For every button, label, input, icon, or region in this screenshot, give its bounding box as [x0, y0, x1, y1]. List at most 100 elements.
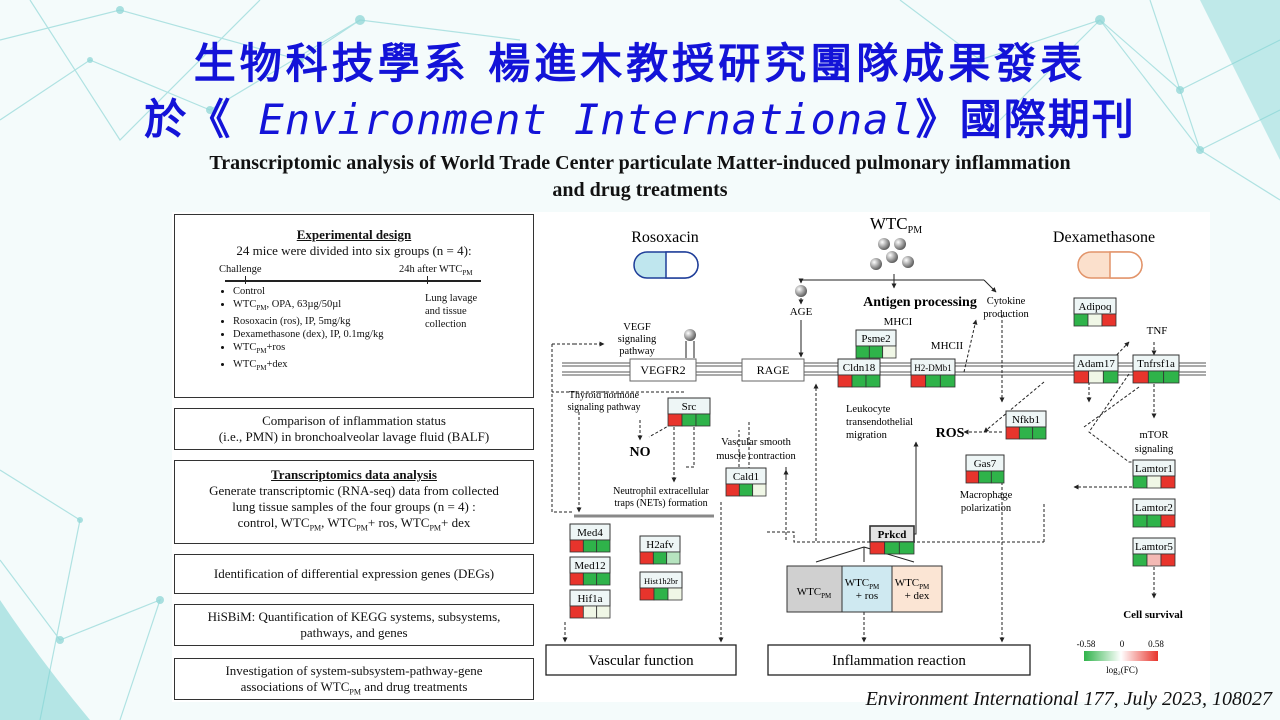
graphical-abstract: Experimental design 24 mice were divided… [172, 212, 1210, 702]
association-box: Investigation of system-subsystem-pathwa… [174, 658, 534, 700]
adam17-label: Adam17 [1077, 358, 1115, 370]
expression-cell [569, 605, 584, 619]
title-line-1: 生物科技學系 楊進木教授研究團隊成果發表 [193, 39, 1087, 88]
expression-cell [667, 587, 683, 601]
title-prefix: 於《 [144, 95, 233, 144]
expression-cell [1132, 370, 1149, 384]
receptor-boxes: VEGFR2 RAGE [629, 358, 805, 382]
expression-cell [1132, 475, 1148, 489]
expression-cell [910, 374, 927, 388]
transcriptomics-title: Transcriptomics data analysis [271, 467, 437, 482]
expression-cell [884, 541, 900, 555]
prkcd-gene-node: Prkcd [869, 525, 915, 555]
expression-cell [666, 551, 681, 565]
nfkb1-gene-node: Nfkb1 [1005, 410, 1047, 440]
vegfr2-box [629, 358, 697, 382]
legend-label: log₂(FC) [1106, 665, 1138, 675]
expression-cell [1018, 426, 1034, 440]
tnfrsf1a-label: Tnfrsf1a [1137, 358, 1175, 370]
design-title: Experimental design [296, 227, 412, 242]
dexamethasone-label: Dexamethasone [1053, 229, 1155, 246]
expression-cell [1087, 313, 1103, 327]
journal-name: Environment International [232, 95, 916, 144]
expression-cell [1073, 370, 1090, 384]
expression-cell [1146, 514, 1162, 528]
legend-gradient [1084, 651, 1158, 661]
lamtor5-label: Lamtor5 [1135, 541, 1173, 553]
expression-cell [1163, 370, 1180, 384]
expression-cell [639, 551, 654, 565]
title-suffix: 》國際期刊 [915, 95, 1136, 144]
expression-cell [681, 413, 697, 427]
legend-min: -0.58 [1077, 639, 1096, 649]
med12-label: Med12 [574, 560, 605, 572]
gas7-label: Gas7 [974, 458, 997, 470]
expression-cell [990, 470, 1005, 484]
lamtor1-gene-node: Lamtor1 [1132, 459, 1176, 489]
expression-cell [882, 345, 897, 359]
rage-box [741, 358, 805, 382]
src-label: Src [682, 401, 697, 413]
adam17-gene-node: Adam17 [1073, 354, 1119, 384]
color-legend: -0.58 0 0.58 log₂(FC) [1077, 639, 1165, 675]
expression-cell [653, 587, 669, 601]
group-item: Control [233, 285, 383, 298]
group-item: Dexamethasone (dex), IP, 0.1mg/kg [233, 328, 383, 341]
psme2-label: Psme2 [861, 333, 890, 345]
antigen-processing-label: Antigen processing [863, 295, 977, 310]
cald1-label: Cald1 [733, 471, 759, 483]
tnf-label: TNF [1147, 325, 1168, 337]
expression-cell [1101, 313, 1117, 327]
vascular-function-box [545, 644, 737, 676]
vegfr2-label: VEGFR2 [640, 363, 685, 377]
group-item: WTCPM+ros [233, 341, 383, 358]
expression-cell [1146, 553, 1162, 567]
tnfrsf1a-gene-node: Tnfrsf1a [1132, 354, 1180, 384]
expression-cell [569, 539, 584, 553]
expression-cell [869, 541, 886, 555]
legend-max: 0.58 [1148, 639, 1164, 649]
title-line-2: 於《 Environment International》國際期刊 [0, 86, 1280, 147]
challenge-label: Challenge [219, 264, 262, 275]
rosoxacin-label: Rosoxacin [631, 229, 699, 246]
cldn18-label: Cldn18 [843, 362, 876, 374]
expression-cell [868, 345, 884, 359]
expression-cell [582, 539, 598, 553]
pathway-diagram: Rosoxacin Dexamethasone WTCPM AGE Antige [545, 214, 1206, 676]
h2dmb1-label: H2-DMb1 [914, 363, 952, 373]
cldn18-gene-node: Cldn18 [837, 358, 881, 388]
expression-cell [1032, 426, 1047, 440]
transcriptomics-groups: control, WTCPM, WTCPM+ ros, WTCPM+ dex [237, 515, 471, 533]
age-label: AGE [790, 306, 813, 318]
paper-title-line-1: Transcriptomic analysis of World Trade C… [209, 152, 1071, 174]
expression-cell [1005, 426, 1020, 440]
vascular-function-label: Vascular function [588, 653, 694, 669]
lamtor2-label: Lamtor2 [1135, 502, 1173, 514]
hist1h2br-label: Hist1h2br [644, 576, 678, 586]
group-item: WTCPM+dex [233, 358, 383, 375]
expression-cell [1146, 475, 1162, 489]
hif1a-gene-node: Hif1a [569, 589, 611, 619]
expression-cell [837, 374, 853, 388]
treatment-legend: WTCPM WTCPM+ ros WTCPM+ dex [786, 565, 943, 613]
expression-cell [925, 374, 941, 388]
transcriptomics-box: Transcriptomics data analysis Generate t… [174, 460, 534, 544]
paper-title-line-2: and drug treatments [552, 179, 728, 201]
mhcii-label: MHCII [931, 340, 964, 352]
expression-cell [1102, 370, 1119, 384]
expression-cell [596, 605, 611, 619]
expression-cell [582, 605, 598, 619]
expression-cell [965, 470, 980, 484]
treat-ros: WTCPM+ ros [845, 577, 880, 602]
deg-box: Identification of differential expressio… [174, 554, 534, 594]
expression-cell [1160, 475, 1176, 489]
expression-cell [1160, 553, 1176, 567]
mhci-label: MHCI [884, 316, 913, 328]
